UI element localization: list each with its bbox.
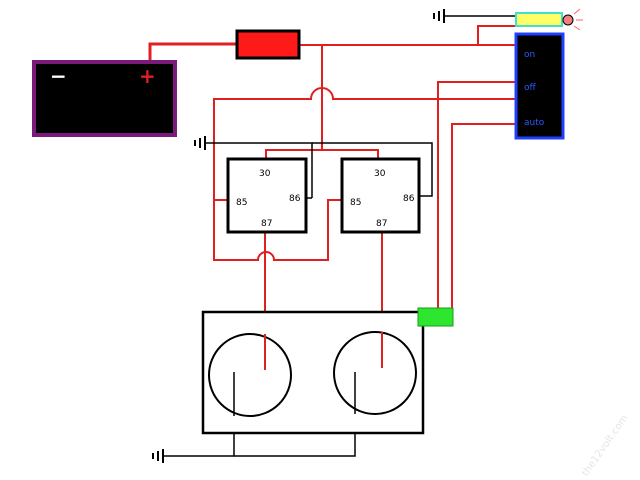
wire-switch-auto bbox=[451, 123, 516, 308]
relay-2-pin-87: 87 bbox=[376, 219, 387, 229]
indicator-bulb bbox=[515, 12, 563, 27]
indicator-light bbox=[515, 8, 583, 31]
relay-1-pin-87: 87 bbox=[261, 219, 272, 229]
switch-body bbox=[514, 32, 565, 140]
wire-feed-to-relay2 bbox=[322, 149, 379, 158]
relay-2-pin-30: 30 bbox=[374, 169, 386, 179]
battery-positive-label: + bbox=[139, 64, 156, 88]
fan-2 bbox=[333, 331, 417, 415]
wire-feed-to-relays bbox=[265, 45, 323, 158]
switch-position-off: off bbox=[524, 83, 537, 93]
wire-relay-85-loop bbox=[213, 199, 342, 261]
relay-1: 30 85 86 87 bbox=[226, 157, 308, 234]
switch: on off auto bbox=[514, 32, 565, 140]
wire-switch-on bbox=[437, 81, 516, 308]
fan-1 bbox=[208, 333, 292, 417]
relay-1-pin-85: 85 bbox=[236, 198, 247, 208]
switch-position-on: on bbox=[524, 50, 535, 60]
relay-2-pin-86: 86 bbox=[403, 194, 415, 204]
ground-symbol-top bbox=[433, 9, 445, 23]
wire-ground-relay2 bbox=[312, 142, 433, 197]
relay-2-pin-85: 85 bbox=[350, 198, 361, 208]
wire-switch-off bbox=[213, 87, 516, 201]
fuse bbox=[235, 29, 301, 60]
relay-1-pin-86: 86 bbox=[289, 194, 301, 204]
ground-symbol-relays bbox=[194, 136, 206, 150]
wire-switch-to-indicator bbox=[477, 25, 516, 45]
ground-symbol-fans bbox=[152, 449, 164, 463]
fan-assembly bbox=[201, 310, 425, 435]
battery-body bbox=[32, 60, 177, 137]
battery-negative-label: − bbox=[50, 64, 67, 88]
watermark-text: the12volt.com bbox=[580, 413, 631, 479]
temp-sensor-connector bbox=[417, 307, 454, 327]
switch-position-auto: auto bbox=[524, 118, 545, 128]
battery: − + bbox=[32, 60, 177, 137]
relay-2: 30 85 86 87 bbox=[340, 157, 421, 234]
relay-1-body bbox=[226, 157, 308, 234]
relay-2-body bbox=[340, 157, 421, 234]
watermark: the12volt.com bbox=[580, 413, 631, 479]
ground-wires bbox=[163, 15, 516, 457]
indicator-lens bbox=[562, 14, 574, 26]
wire-battery-to-fuse bbox=[148, 42, 237, 62]
relay-1-pin-30: 30 bbox=[259, 169, 271, 179]
